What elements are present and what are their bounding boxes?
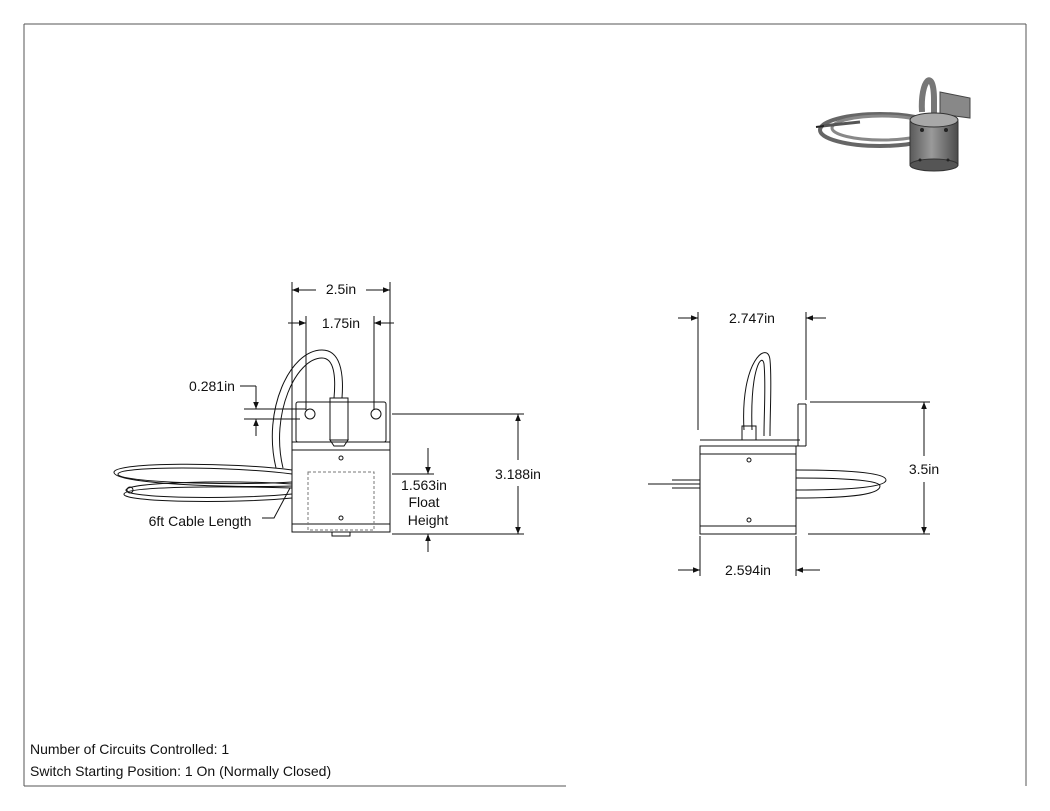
dim-front-width: 2.5in — [326, 281, 356, 297]
dim-side-top-width: 2.747in — [729, 310, 775, 326]
dim-bracket-hole-offset: 0.281in — [189, 378, 235, 394]
dim-side-body-width: 2.594in — [725, 562, 771, 578]
side-view — [648, 352, 887, 535]
front-view — [113, 349, 391, 537]
dim-side-height: 3.5in — [909, 461, 939, 477]
note-circuits-controlled: Number of Circuits Controlled: 1 — [30, 741, 230, 757]
dimension-lines — [240, 282, 930, 576]
dim-float-height-value: 1.563in — [401, 477, 447, 493]
note-switch-starting-position: Switch Starting Position: 1 On (Normally… — [30, 763, 332, 779]
dim-float-height-line2: Height — [408, 512, 449, 528]
dim-float-height-line1: Float — [408, 494, 439, 510]
dim-cable-length: 6ft Cable Length — [149, 513, 252, 529]
dim-front-height: 3.188in — [495, 466, 541, 482]
isometric-thumbnail — [815, 77, 971, 172]
sheet-border — [23, 23, 1027, 787]
dim-front-hole-spacing: 1.75in — [322, 315, 360, 331]
